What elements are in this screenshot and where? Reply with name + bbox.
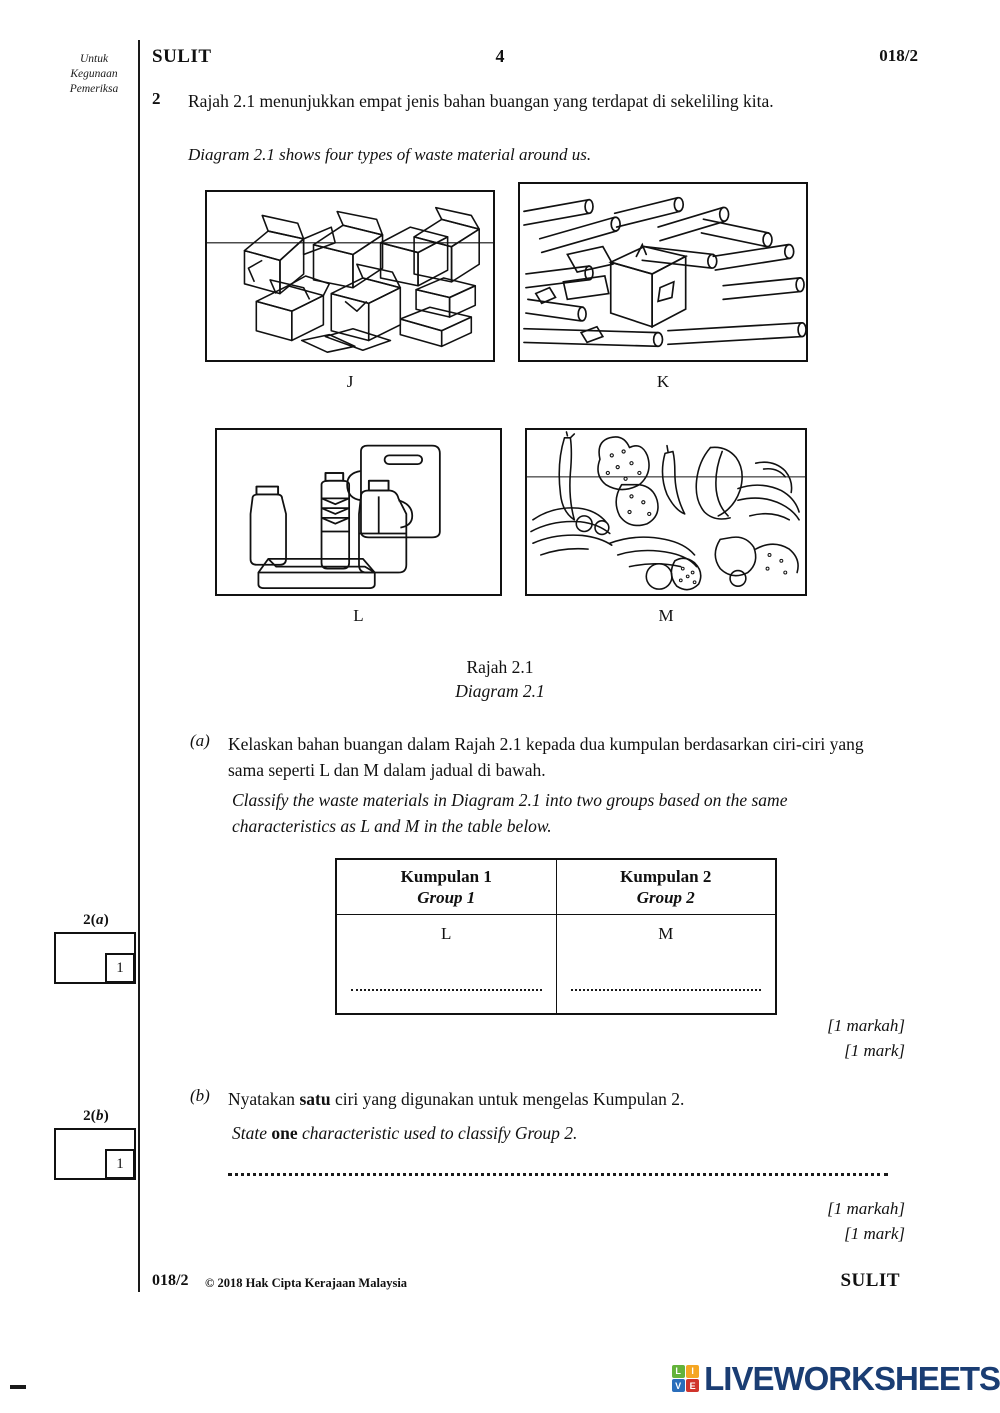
- part-b-marks-english: [1 mark]: [844, 1224, 905, 1243]
- footer-copyright: © 2018 Hak Cipta Kerajaan Malaysia: [205, 1276, 408, 1290]
- liveworksheets-logo[interactable]: L I V E LIVEWORKSHEETS: [671, 1360, 1000, 1397]
- footer-paper-code: 018/2: [152, 1272, 189, 1289]
- table-row: L M: [335, 914, 777, 1015]
- mark-slot-2a: 2(a) 1: [54, 912, 138, 984]
- table-header-group-1: Kumpulan 1 Group 1: [335, 858, 557, 915]
- mark-box-2b[interactable]: 1: [54, 1128, 136, 1180]
- question-stem-malay: Rajah 2.1 menunjukkan empat jenis bahan …: [188, 91, 774, 111]
- panel-label-k: K: [656, 372, 670, 391]
- part-b-text-english: State one characteristic used to classif…: [232, 1120, 897, 1146]
- examiner-use-line-3: Pemeriksa: [69, 83, 119, 95]
- table-header-group-2-english: Group 2: [636, 888, 695, 907]
- footer-confidential: SULIT: [840, 1270, 900, 1291]
- diagram-panel-l: [215, 428, 502, 596]
- part-a-marks-english: [1 mark]: [844, 1041, 905, 1060]
- cardboard-boxes-illustration: [207, 206, 493, 353]
- part-b-marks-malay: [1 markah]: [827, 1199, 905, 1218]
- diagram-panel-j: [205, 190, 495, 362]
- table-header-group-1-english: Group 1: [417, 888, 476, 907]
- logo-tile-v: V: [671, 1379, 685, 1393]
- part-b-text-english-after: characteristic used to classify Group 2.: [297, 1123, 578, 1143]
- question-number: 2: [152, 89, 161, 108]
- table-cell-group-1[interactable]: L: [335, 914, 557, 1015]
- part-b-text-malay: Nyatakan satu ciri yang digunakan untuk …: [228, 1086, 893, 1112]
- diagram-panel-m: [525, 428, 807, 596]
- table-header-group-2-malay: Kumpulan 2: [620, 867, 712, 886]
- plastic-containers-illustration: [249, 444, 441, 590]
- part-a-marks: [1 markah] [1 mark]: [827, 1013, 905, 1063]
- crop-mark: [10, 1385, 26, 1389]
- question-stem-english: Diagram 2.1 shows four types of waste ma…: [188, 145, 592, 164]
- part-b-text-malay-emphasis: satu: [299, 1089, 331, 1109]
- examiner-use-line-1: Untuk: [79, 53, 109, 65]
- classification-table: Kumpulan 1 Group 1 Kumpulan 2 Group 2 L …: [335, 858, 777, 1015]
- mark-slot-2a-tag: 2(a): [83, 912, 109, 928]
- part-b-text-malay-after: ciri yang digunakan untuk mengelas Kumpu…: [330, 1089, 685, 1109]
- wood-logs-illustration: [523, 196, 806, 348]
- part-b-text-english-emphasis: one: [271, 1123, 298, 1143]
- table-answer-line-group-2[interactable]: [570, 988, 761, 991]
- table-header-group-2: Kumpulan 2 Group 2: [555, 858, 777, 915]
- header-paper-code: 018/2: [879, 46, 918, 65]
- part-a-marks-malay: [1 markah]: [827, 1016, 905, 1035]
- table-cell-group-2[interactable]: M: [555, 914, 777, 1015]
- part-b-answer-line[interactable]: [228, 1172, 888, 1176]
- liveworksheets-grid-icon: L I V E: [671, 1364, 700, 1393]
- mark-box-2a-value: 1: [105, 953, 135, 983]
- figure-caption: Rajah 2.1 Diagram 2.1: [0, 655, 1000, 703]
- mark-box-2b-value: 1: [105, 1149, 135, 1179]
- examiner-use-label: Untuk Kegunaan Pemeriksa: [55, 52, 133, 97]
- header-confidential: SULIT: [152, 46, 212, 67]
- figure-caption-malay: Rajah 2.1: [466, 657, 534, 677]
- examiner-use-line-2: Kegunaan: [70, 68, 118, 80]
- margin-divider: [138, 40, 140, 1292]
- logo-tile-e: E: [686, 1379, 700, 1393]
- part-b-marks: [1 markah] [1 mark]: [827, 1196, 905, 1246]
- part-b-text-english-before: State: [232, 1123, 272, 1143]
- table-header-group-1-malay: Kumpulan 1: [400, 867, 492, 886]
- table-cell-group-2-value: M: [658, 924, 674, 943]
- figure-caption-english: Diagram 2.1: [455, 681, 545, 701]
- page-number: 4: [495, 46, 505, 66]
- mark-slot-2b-tag: 2(b): [83, 1108, 109, 1124]
- part-b-text-malay-before: Nyatakan: [228, 1089, 300, 1109]
- food-waste-illustration: [527, 431, 805, 591]
- part-b-letter: (b): [190, 1086, 210, 1105]
- mark-box-2a[interactable]: 1: [54, 932, 136, 984]
- table-header-row: Kumpulan 1 Group 1 Kumpulan 2 Group 2: [335, 858, 777, 915]
- panel-label-j: J: [346, 372, 354, 391]
- part-a-text-malay: Kelaskan bahan buangan dalam Rajah 2.1 k…: [228, 734, 864, 780]
- table-cell-group-1-value: L: [441, 924, 452, 943]
- panel-label-l: L: [353, 606, 364, 625]
- part-a-letter: (a): [190, 731, 210, 750]
- diagram-panel-k: [518, 182, 808, 362]
- panel-label-m: M: [658, 606, 674, 625]
- logo-tile-l: L: [671, 1364, 685, 1378]
- part-a-text-english: Classify the waste materials in Diagram …: [232, 790, 788, 836]
- liveworksheets-wordmark: LIVEWORKSHEETS: [704, 1360, 1000, 1397]
- mark-slot-2b: 2(b) 1: [54, 1108, 138, 1180]
- table-answer-line-group-1[interactable]: [351, 988, 542, 991]
- logo-tile-i: I: [686, 1364, 700, 1378]
